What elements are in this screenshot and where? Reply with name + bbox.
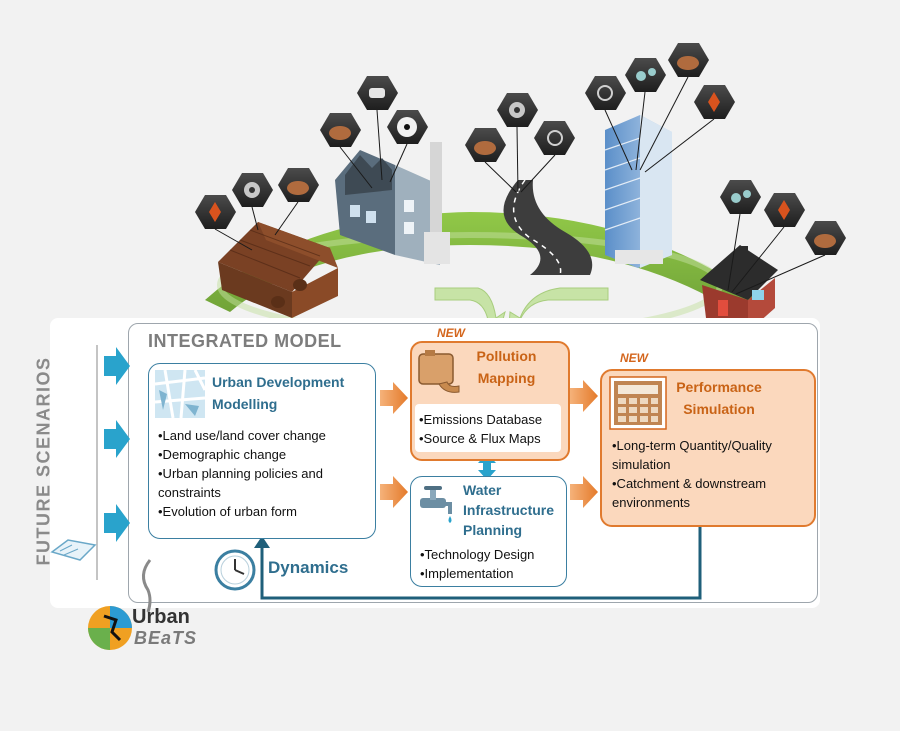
logo-text-beats: BEaTS xyxy=(134,628,198,648)
scenario-arrow-top xyxy=(104,347,130,385)
faucet-icon xyxy=(420,486,452,523)
dynamics-loop-line xyxy=(260,524,702,600)
performance-bullet: •Long-term Quantity/Quality xyxy=(612,438,772,453)
hex-icons xyxy=(195,43,846,255)
poop-icon xyxy=(668,43,709,77)
barn-illustration xyxy=(218,222,338,318)
pollution-title-2: Mapping xyxy=(477,370,536,386)
water-bullets: •Technology Design •Implementation xyxy=(420,545,534,583)
molecule-icon xyxy=(585,76,626,110)
integrated-model-title: INTEGRATED MODEL xyxy=(148,331,342,351)
gear-icon xyxy=(232,173,273,207)
book-icon xyxy=(50,539,97,561)
molecule-icon xyxy=(534,121,575,155)
gear-icon xyxy=(497,93,538,127)
performance-title-1: Performance xyxy=(676,379,762,395)
map-icon xyxy=(155,370,205,418)
pollution-bullet: •Source & Flux Maps xyxy=(419,431,541,446)
calculator-icon xyxy=(609,376,667,430)
leaf-icon xyxy=(694,85,735,119)
udm-bullet: constraints xyxy=(158,485,221,500)
office-tower-illustration xyxy=(604,115,672,268)
scenario-arrow-mid xyxy=(104,420,130,458)
urban-development-title-2: Modelling xyxy=(212,396,278,412)
pollution-bullet: •Emissions Database xyxy=(419,412,543,427)
pollution-bullets: •Emissions Database •Source & Flux Maps xyxy=(419,410,542,448)
flow-arrows xyxy=(380,380,598,508)
arrow-water-to-performance xyxy=(570,476,598,508)
poop-icon xyxy=(465,128,506,162)
road-illustration xyxy=(503,179,593,276)
poop-icon xyxy=(320,113,361,147)
arrow-pollution-to-performance xyxy=(570,380,598,412)
dynamics-label: Dynamics xyxy=(268,558,349,577)
water-title-1: Water xyxy=(463,482,502,498)
scenario-arrow-bottom xyxy=(104,504,130,542)
pollution-title-1: Pollution xyxy=(476,348,537,364)
dynamics-arrowhead xyxy=(254,536,270,548)
water-title-3: Planning xyxy=(463,522,523,538)
bubbles-icon xyxy=(720,180,761,214)
water-infrastructure-box xyxy=(410,476,567,587)
leaf-icon xyxy=(764,193,805,227)
udm-bullet: •Land use/land cover change xyxy=(158,428,326,443)
new-tag-pollution: NEW xyxy=(437,326,465,340)
water-title-2: Infrastructure xyxy=(463,502,555,518)
performance-bullets: •Long-term Quantity/Quality simulation •… xyxy=(612,436,772,512)
udm-bullet: •Urban planning policies and xyxy=(158,466,323,481)
tank-icon xyxy=(418,350,460,393)
factory-illustration xyxy=(335,142,450,265)
arrow-udm-to-pollution xyxy=(380,382,408,414)
connector-lines xyxy=(214,76,826,295)
water-bullet: •Implementation xyxy=(420,566,514,581)
bubbles-icon xyxy=(625,58,666,92)
new-tag-performance: NEW xyxy=(620,351,648,365)
performance-bullet: •Catchment & downstream xyxy=(612,476,767,491)
urban-development-bullets: •Land use/land cover change •Demographic… xyxy=(158,426,326,521)
performance-bullet: simulation xyxy=(612,457,671,472)
leaf-icon xyxy=(195,195,236,229)
arrow-udm-to-water xyxy=(380,476,408,508)
udm-bullet: •Demographic change xyxy=(158,447,287,462)
scenario-arrows xyxy=(104,347,130,542)
water-bullet: •Technology Design xyxy=(420,547,535,562)
logo-text-urban: Urban xyxy=(132,606,190,628)
poop-icon xyxy=(805,221,846,255)
urban-development-title-1: Urban Development xyxy=(212,374,345,390)
performance-bullet: environments xyxy=(612,495,691,510)
hand-icon xyxy=(357,76,398,110)
clock-icon xyxy=(214,549,256,591)
poop-icon xyxy=(278,168,319,202)
performance-title-2: Simulation xyxy=(683,401,755,417)
udm-bullet: •Evolution of urban form xyxy=(158,504,297,519)
pollution-details xyxy=(415,404,561,452)
radiation-icon xyxy=(387,110,428,144)
urban-beats-logo xyxy=(88,559,152,650)
